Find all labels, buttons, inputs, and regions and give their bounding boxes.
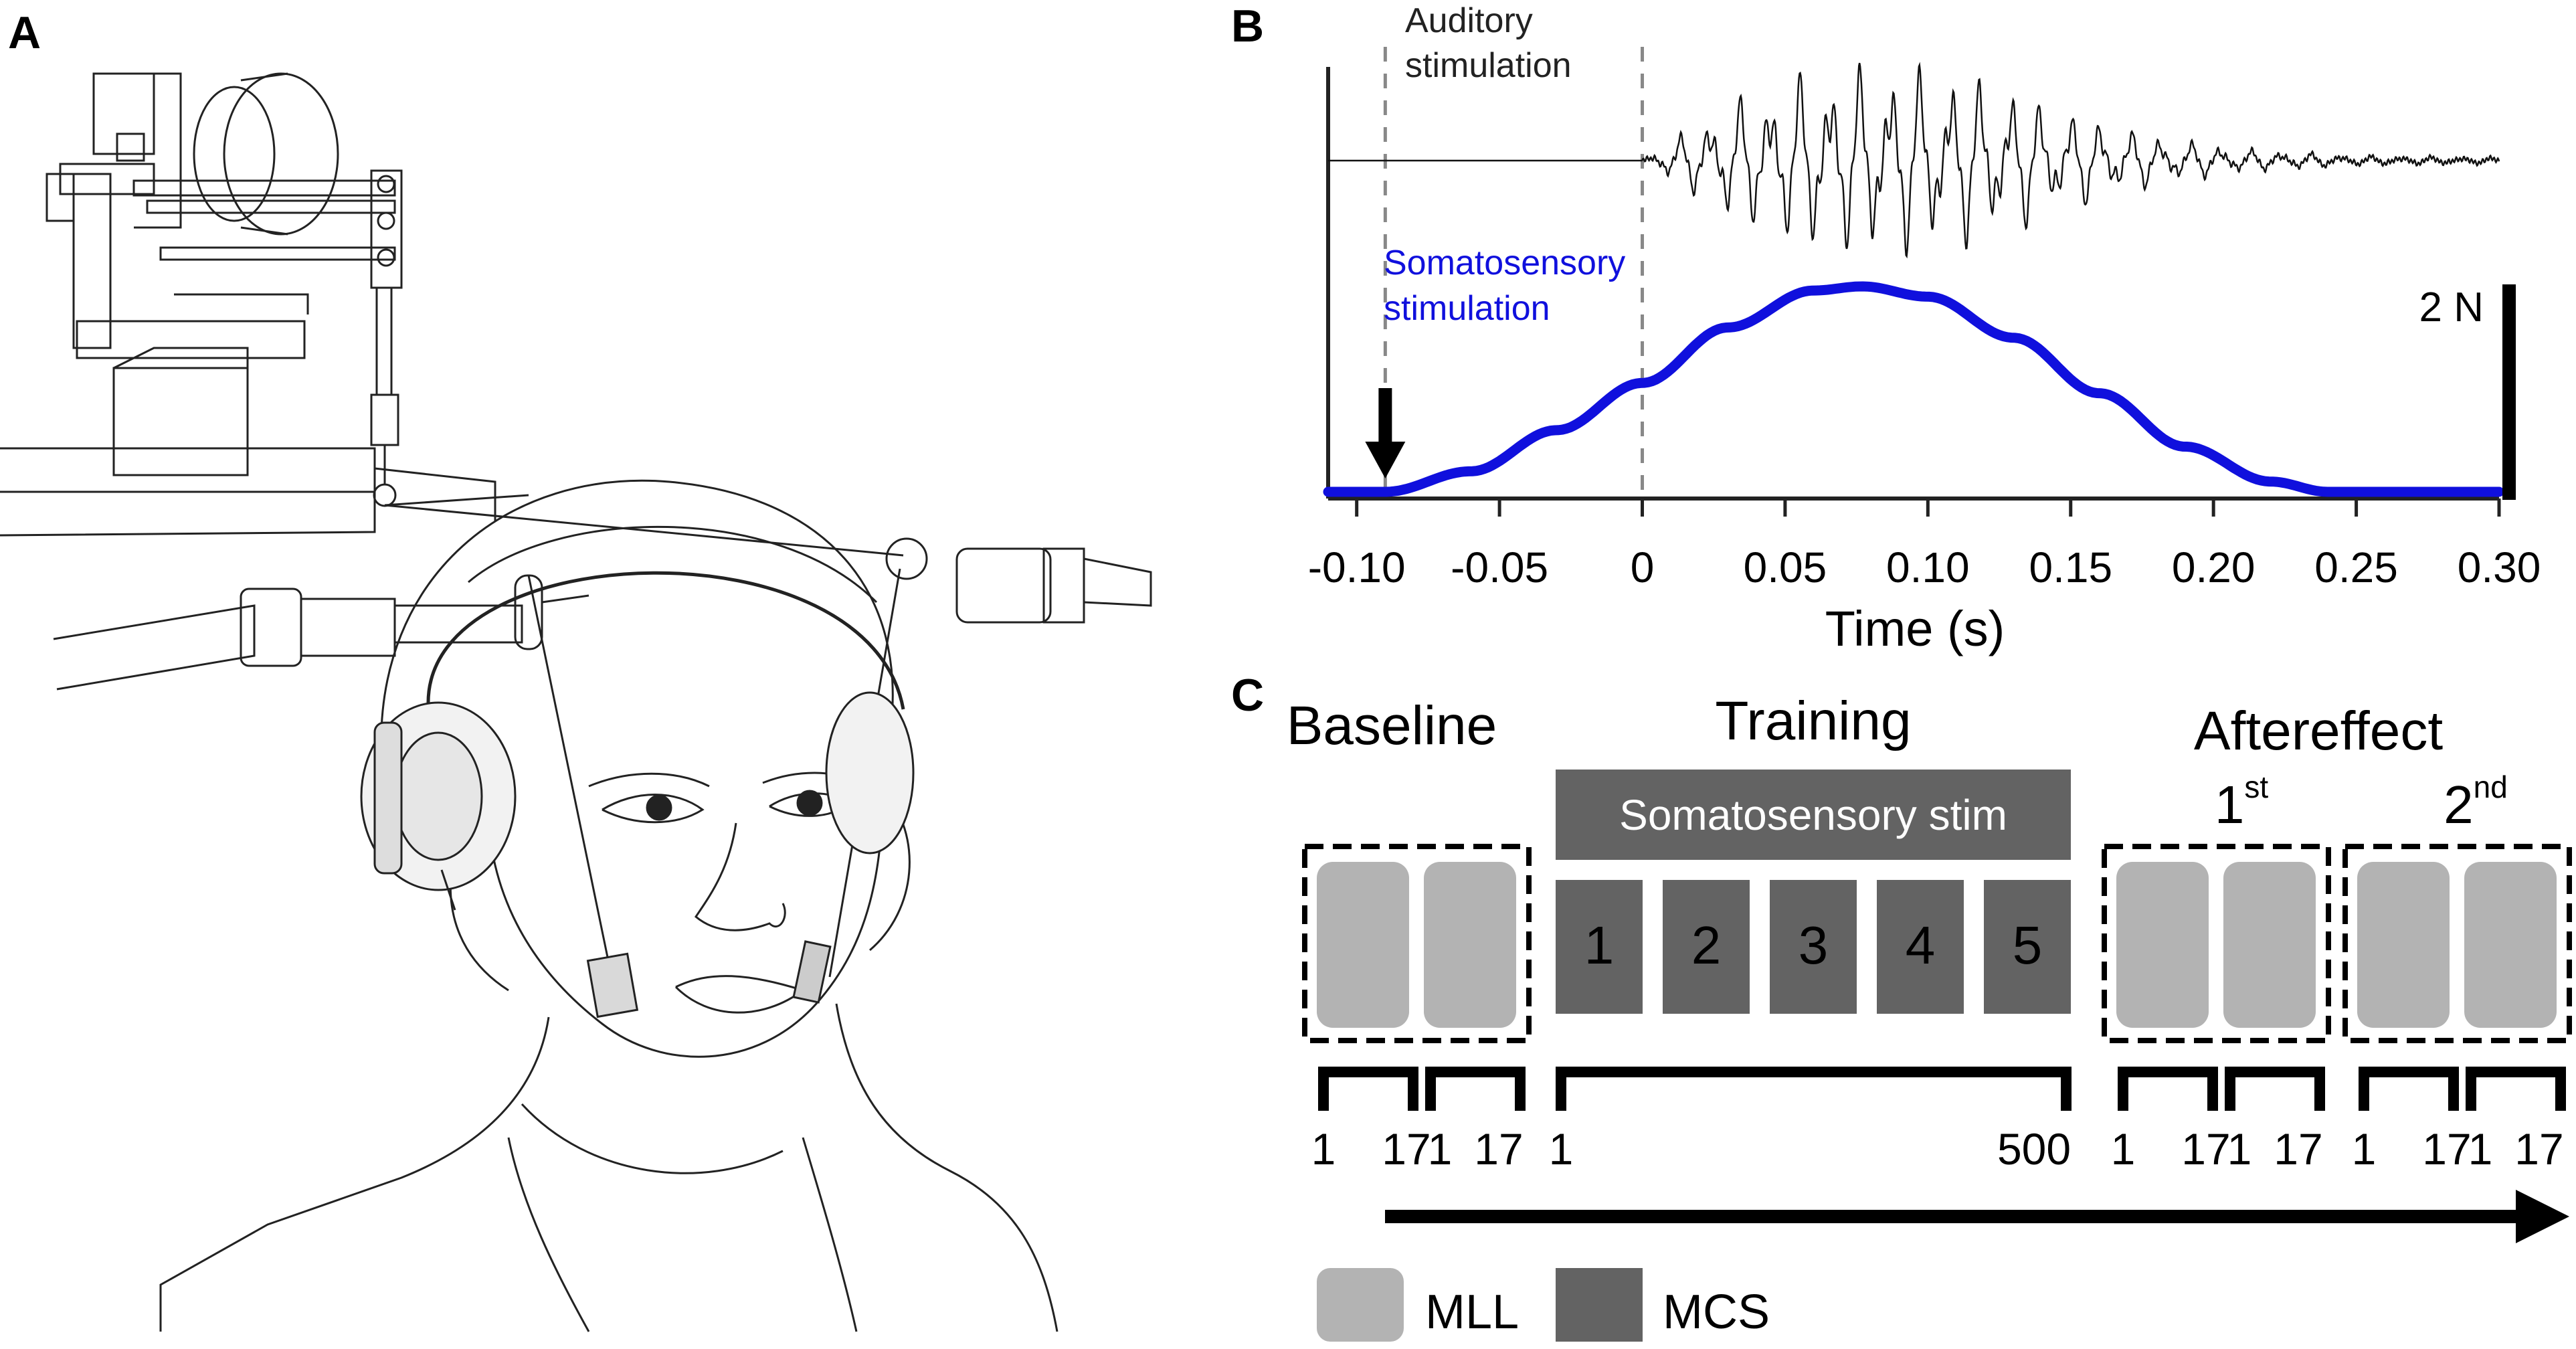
c-block-label-4: 4 — [1906, 915, 1936, 975]
c-title-aftereffect: Aftereffect — [2194, 701, 2443, 761]
c-bracket-after2-1 — [2359, 1067, 2459, 1111]
b-x-tick-label-7: 0.25 — [2314, 543, 2398, 592]
c-after2-block-1 — [2357, 862, 2450, 1028]
b-x-tick-label-8: 0.30 — [2458, 543, 2541, 592]
c-after2-block-2 — [2464, 862, 2557, 1028]
b-scale-bar — [2502, 284, 2516, 500]
panel-a-illustration — [0, 72, 1152, 1332]
headphones — [360, 571, 915, 911]
c-bl-after2-1: 1 — [2352, 1124, 2377, 1174]
c-bracket-training — [1556, 1067, 2072, 1111]
c-legend: MLL MCS — [1317, 1268, 1770, 1342]
c-bracket-baseline-2 — [1425, 1067, 1526, 1111]
left-support-bar — [53, 574, 589, 691]
c-bl-baseline-1: 1 — [1311, 1124, 1336, 1174]
b-x-tick-labels: -0.10 -0.05 0 0.05 0.10 0.15 0.20 0.25 0.30 — [1308, 543, 2541, 592]
right-support-bar — [885, 537, 1152, 624]
b-x-tick-label-0: -0.10 — [1308, 543, 1406, 592]
b-force-curve — [1323, 281, 2504, 497]
c-brackets — [1318, 1067, 2566, 1111]
b-audio-waveform — [1641, 62, 2500, 259]
c-block-label-1: 1 — [1584, 915, 1615, 975]
c-baseline-box — [1302, 844, 1532, 1043]
c-bl-after1-1: 1 — [2111, 1124, 2136, 1174]
b-auditory-label-1: Auditory — [1405, 1, 1533, 40]
c-bl-after2-2: 17 — [2422, 1124, 2471, 1174]
c-block-label-5: 5 — [2013, 915, 2043, 975]
c-training-block-4 — [1877, 880, 1964, 1014]
legend-mcs-swatch — [1556, 1268, 1643, 1342]
c-bl-after2-4: 17 — [2514, 1124, 2563, 1174]
c-title-baseline: Baseline — [1287, 695, 1497, 756]
c-bl-after1-4: 17 — [2274, 1124, 2322, 1174]
c-block-label-2: 2 — [1691, 915, 1722, 975]
left-skin-tab — [586, 952, 639, 1018]
c-label-first-sup: st — [2244, 770, 2268, 804]
c-bracket-baseline-1 — [1318, 1067, 1418, 1111]
legend-mcs-label: MCS — [1663, 1285, 1770, 1339]
c-training-block-1 — [1556, 880, 1643, 1014]
c-bracket-after2-2 — [2466, 1067, 2566, 1111]
head — [159, 479, 1059, 1332]
legend-mll-swatch — [1317, 1268, 1404, 1342]
c-somato-stim-label: Somatosensory stim — [1619, 791, 2007, 839]
c-time-arrow — [1385, 1190, 2569, 1243]
c-bl-training-1: 1 — [1549, 1124, 1574, 1174]
legend-mll-label: MLL — [1425, 1285, 1519, 1339]
c-title-training: Training — [1715, 691, 1911, 751]
right-skin-tab — [792, 940, 832, 1004]
robot-device — [45, 72, 403, 507]
c-bl-baseline-4: 17 — [1474, 1124, 1523, 1174]
panel-a-letter: A — [8, 7, 41, 58]
c-bracket-after1-2 — [2225, 1067, 2325, 1111]
b-x-tick-label-3: 0.05 — [1744, 543, 1827, 592]
c-baseline-block-1 — [1317, 862, 1409, 1028]
c-training-block-3 — [1770, 880, 1857, 1014]
c-after1-block-2 — [2223, 862, 2316, 1028]
b-scale-bar-label: 2 N — [2419, 284, 2484, 331]
b-somato-label-2: stimulation — [1384, 289, 1550, 328]
c-after1-block-1 — [2116, 862, 2209, 1028]
c-bl-baseline-3: 1 — [1428, 1124, 1453, 1174]
b-x-tick-label-6: 0.20 — [2172, 543, 2256, 592]
c-baseline-block-2 — [1424, 862, 1516, 1028]
c-bl-after2-3: 1 — [2468, 1124, 2493, 1174]
c-bl-after1-3: 1 — [2227, 1124, 2252, 1174]
panel-c-letter: C — [1231, 670, 1264, 721]
c-training-block-5 — [1984, 880, 2071, 1014]
b-somato-label-1: Somatosensory — [1384, 244, 1625, 282]
c-bl-training-2: 500 — [1997, 1124, 2071, 1174]
b-onset-arrow — [1365, 388, 1406, 478]
c-bracket-labels: 1 17 1 17 1 500 1 17 1 17 1 17 1 17 — [1311, 1124, 2564, 1174]
b-auditory-label-2: stimulation — [1405, 46, 1572, 85]
c-bl-after1-2: 17 — [2181, 1124, 2230, 1174]
b-x-ticks — [1355, 499, 2501, 517]
b-x-tick-label-4: 0.10 — [1886, 543, 1970, 592]
c-bracket-after1-1 — [2118, 1067, 2218, 1111]
c-label-second: 2nd — [2444, 770, 2508, 834]
b-x-tick-label-2: 0 — [1631, 543, 1655, 592]
c-bl-baseline-2: 17 — [1382, 1124, 1431, 1174]
c-block-label-3: 3 — [1799, 915, 1829, 975]
c-after2-box — [2342, 844, 2572, 1043]
b-x-tick-label-1: -0.05 — [1451, 543, 1548, 592]
c-after1-box — [2102, 844, 2331, 1043]
b-xlabel: Time (s) — [1825, 601, 2005, 656]
c-label-first: 1st — [2215, 770, 2269, 834]
c-label-second-sup: nd — [2474, 770, 2508, 804]
panel-b-letter: B — [1231, 1, 1264, 52]
b-x-tick-label-5: 0.15 — [2029, 543, 2112, 592]
c-training-block-2 — [1663, 880, 1750, 1014]
c-somato-stim-banner — [1556, 770, 2071, 860]
